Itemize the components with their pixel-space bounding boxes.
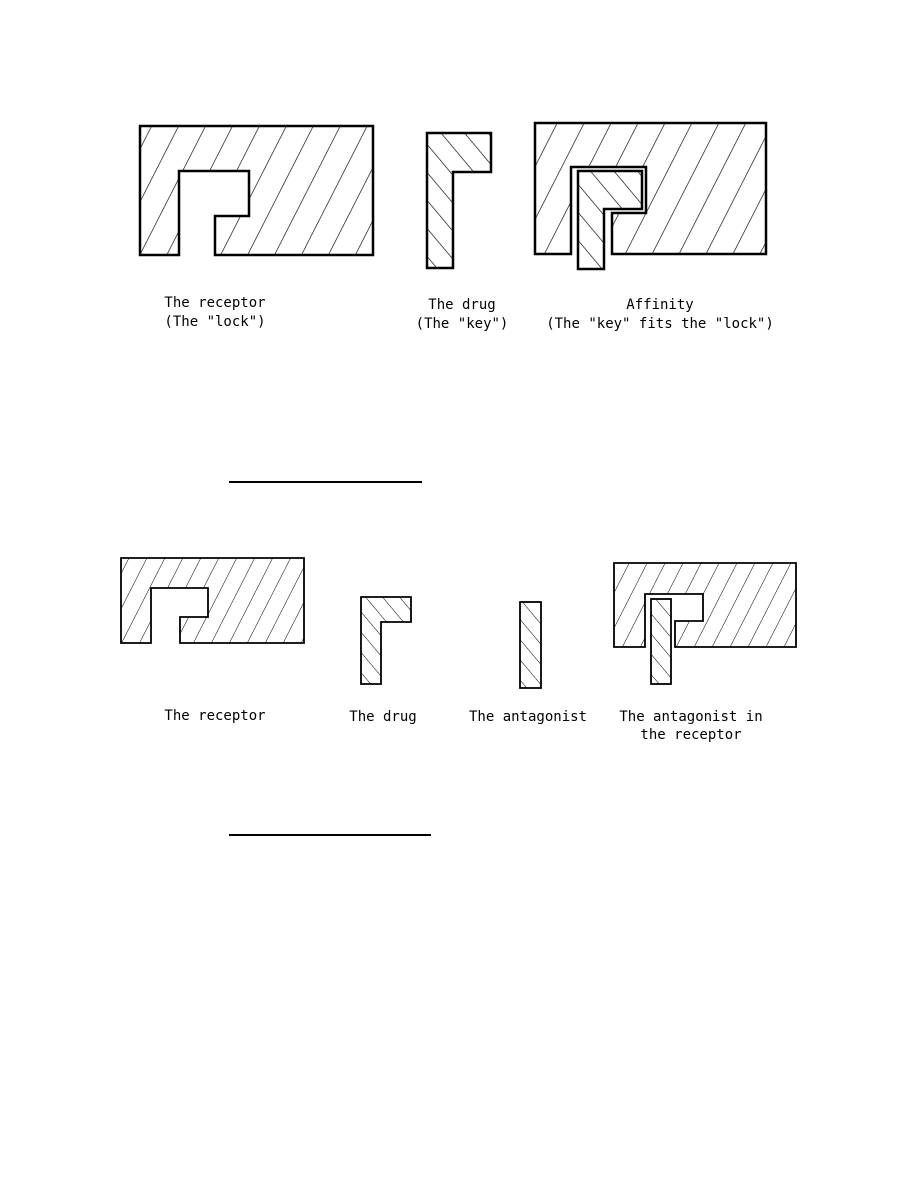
antagonist-in-receptor-shape bbox=[650, 598, 672, 685]
receptor-lock-shape bbox=[138, 124, 375, 257]
affinity-label: Affinity bbox=[626, 297, 694, 313]
antagonist-receptor-shape bbox=[613, 562, 797, 648]
figure-2-caption-underline bbox=[229, 834, 431, 836]
affinity-receptor-shape bbox=[533, 121, 768, 256]
receptor-sublabel: (The "lock") bbox=[164, 314, 266, 330]
drug-key-shape bbox=[425, 131, 493, 270]
affinity-key-in-lock-shape bbox=[576, 169, 644, 271]
drug-label-2: The drug bbox=[349, 709, 417, 725]
affinity-sublabel: (The "key" fits the "lock") bbox=[546, 316, 774, 332]
antagonist-shape bbox=[519, 601, 542, 689]
figure-1-caption-underline bbox=[229, 481, 422, 483]
receptor-shape-2 bbox=[120, 557, 305, 644]
antagonist-label: The antagonist bbox=[468, 709, 587, 725]
drug-sublabel: (The "key") bbox=[415, 316, 509, 332]
antagonist-in-receptor-label-line1: The antagonist in bbox=[619, 709, 763, 725]
drug-label: The drug bbox=[428, 297, 496, 313]
receptor-label: The receptor bbox=[164, 295, 266, 311]
drug-shape-2 bbox=[360, 596, 412, 685]
antagonist-in-receptor-label-line2: the receptor bbox=[640, 727, 742, 743]
receptor-label-2: The receptor bbox=[164, 708, 266, 724]
